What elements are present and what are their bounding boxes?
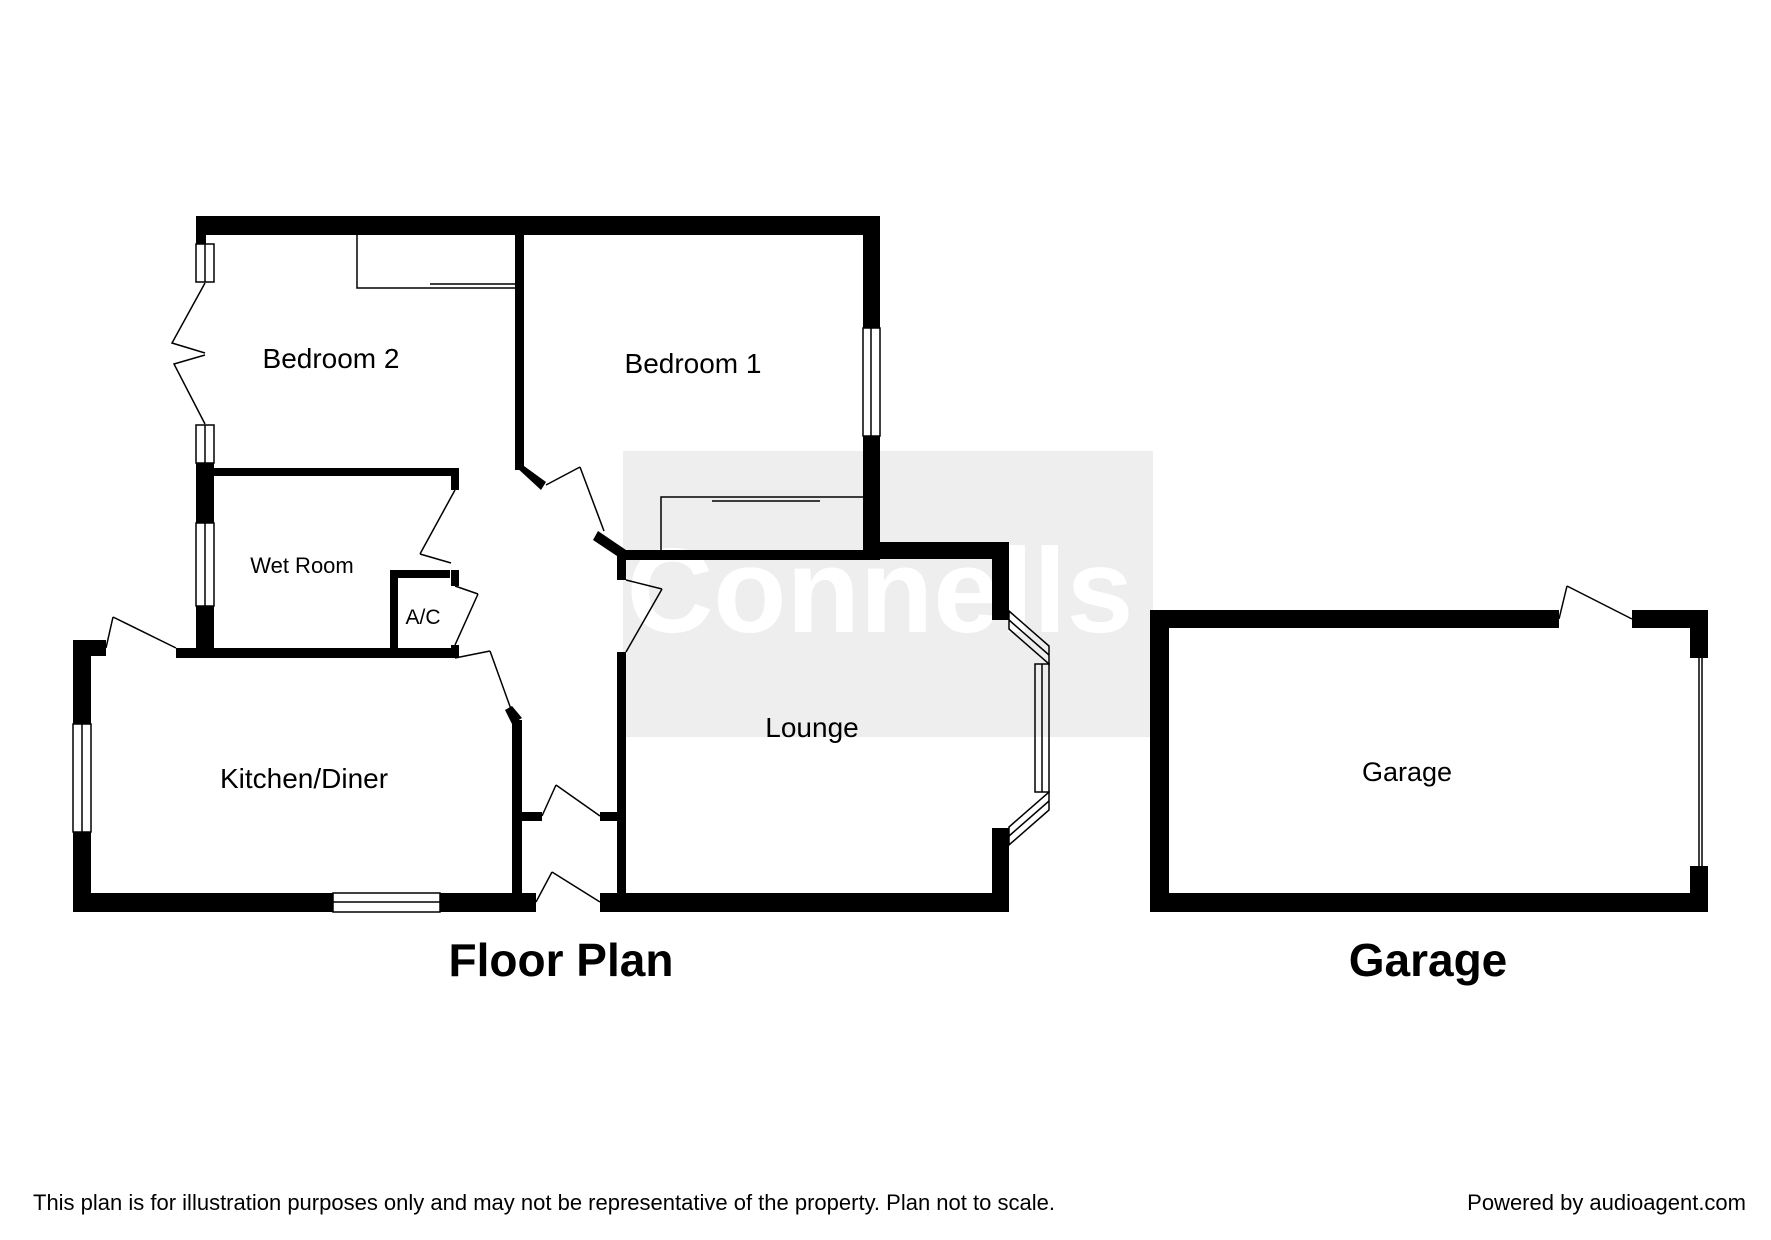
powered-by-text: Powered by audioagent.com: [1467, 1190, 1746, 1215]
room-label-kitchen-diner: Kitchen/Diner: [220, 763, 388, 794]
room-label-bedroom-2: Bedroom 2: [263, 343, 400, 374]
wall: [1632, 610, 1708, 628]
door-lounge: [625, 579, 663, 590]
wall: [505, 706, 522, 724]
wall: [451, 570, 459, 586]
wall: [515, 216, 524, 470]
wall: [992, 542, 1009, 620]
door-bedroom-1: [545, 466, 581, 486]
disclaimer-text: This plan is for illustration purposes o…: [33, 1190, 1055, 1215]
bay-window: [1008, 609, 1050, 847]
room-label-airing-cupboard: A/C: [405, 606, 440, 629]
wall: [451, 645, 459, 658]
door-hall-cupboard: [555, 784, 601, 817]
door-bedroom-1: [579, 466, 605, 532]
garage-title: Garage: [1349, 934, 1508, 986]
door-kitchen-external: [112, 616, 177, 649]
wall: [451, 468, 459, 490]
room-label-garage: Garage: [1362, 757, 1452, 787]
wall: [73, 640, 91, 724]
wall: [1150, 893, 1708, 912]
wall: [196, 606, 214, 658]
wall: [73, 832, 91, 912]
wall: [1690, 866, 1708, 912]
room-labels: Bedroom 2 Bedroom 1 Wet Room A/C Kitchen…: [220, 343, 1452, 794]
wall: [1690, 610, 1708, 658]
garage-side-door: [1566, 585, 1633, 620]
door-hall-cupboard: [541, 784, 557, 817]
door-front: [535, 871, 553, 903]
wall: [600, 812, 620, 821]
french-door-bedroom-2: [172, 354, 206, 425]
wall: [196, 216, 880, 235]
bay-window-upper-line: [1008, 619, 1050, 656]
door-lounge: [625, 588, 663, 653]
wall: [1150, 610, 1559, 628]
door-airing-cupboard: [454, 585, 479, 595]
door-airing-cupboard: [454, 593, 479, 646]
wall: [1150, 610, 1169, 912]
room-label-wet-room: Wet Room: [250, 553, 354, 578]
door-kitchen: [454, 650, 491, 659]
garage-side-door: [1558, 585, 1568, 620]
wall: [73, 893, 333, 912]
wall: [863, 542, 1009, 559]
wardrobe-bedroom-2: [356, 235, 515, 289]
wardrobes: [356, 235, 863, 550]
windows: [72, 243, 881, 913]
french-door-bedroom-2: [170, 282, 206, 354]
wall: [512, 720, 522, 910]
wall: [626, 550, 880, 560]
floor-plan-walls: [73, 216, 1009, 912]
garage-walls: [1150, 610, 1708, 912]
wall: [992, 828, 1009, 910]
room-label-lounge: Lounge: [765, 712, 858, 743]
wall: [617, 550, 626, 580]
wall: [863, 216, 880, 328]
watermark-background: [623, 451, 1153, 737]
bay-window-lower-line: [1008, 800, 1050, 837]
doors: [105, 282, 663, 903]
bay-window-lower: [1008, 790, 1050, 847]
wall: [176, 648, 458, 658]
wall: [515, 466, 546, 490]
wardrobe-bedroom-1: [660, 496, 863, 550]
room-label-bedroom-1: Bedroom 1: [625, 348, 762, 379]
wall: [214, 468, 459, 476]
wall: [390, 570, 398, 655]
wall: [600, 893, 1009, 912]
wall: [196, 216, 206, 246]
wall: [617, 652, 626, 912]
floor-plan-title: Floor Plan: [449, 934, 674, 986]
garage-openings: [1558, 585, 1703, 866]
door-wet-room: [419, 553, 452, 564]
door-kitchen-external: [105, 616, 114, 649]
door-front: [551, 871, 601, 903]
wall: [73, 640, 106, 656]
wall: [863, 436, 880, 555]
door-kitchen: [489, 650, 513, 713]
door-wet-room: [419, 489, 456, 555]
wall: [196, 463, 214, 523]
watermark: Connells: [623, 451, 1153, 737]
wall: [390, 570, 450, 578]
wall: [522, 812, 542, 821]
